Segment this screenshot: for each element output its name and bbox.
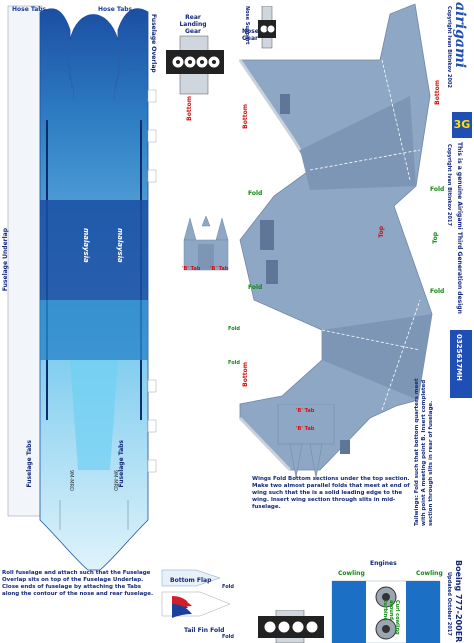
bottom-label-low: Bottom xyxy=(242,362,249,387)
wing-instructions: Wings Fold Bottom sections under the top… xyxy=(252,476,410,510)
flap-marks xyxy=(260,94,350,454)
rear-landing-gear xyxy=(166,35,224,95)
b-tab-label-1: 'B' Tab xyxy=(182,266,201,272)
registration-2: 9M-MRD xyxy=(112,470,118,491)
code-box xyxy=(450,330,472,398)
livery-name-1: malaysia xyxy=(82,228,90,263)
3g-badge: 3G xyxy=(452,112,472,138)
rear-landing-gear-2 xyxy=(258,610,324,643)
fold-label-6: Fold xyxy=(222,634,234,640)
fuselage-tabs-right-label: Fuselage Tabs xyxy=(118,440,125,488)
top-label-left: Top xyxy=(378,226,385,238)
copyright-2017: Copyright Ivan Bitinkov 2017 xyxy=(446,144,452,226)
cowling-left-label: Cowling xyxy=(338,570,365,577)
updated-date: Updated October 2017 xyxy=(446,572,452,636)
nose-support-label: Nose Support xyxy=(244,6,250,45)
cowling-right xyxy=(406,581,440,643)
tab-marks xyxy=(59,500,129,530)
model-name: Boeing 777-200ER xyxy=(454,560,463,643)
nose-gear-label: Nose Gear xyxy=(242,28,259,42)
cowling-right-label: Cowling xyxy=(416,570,443,577)
b-tab-label-3: 'B' Tab xyxy=(296,408,315,414)
wings-template xyxy=(238,3,433,472)
b-tab-label-4: 'B' Tab xyxy=(296,426,315,432)
rear-landing-gear-label: Rear Landing Gear xyxy=(179,14,207,35)
fold-label-8: Fold xyxy=(228,360,240,366)
tail-fin xyxy=(161,566,238,642)
fuselage-underlap-label: Fuselage Underlap xyxy=(2,228,9,292)
model-code: 0325617MH xyxy=(455,334,463,381)
fold-label-2: Fold xyxy=(430,186,445,193)
malaysia-logo-2 xyxy=(172,598,192,618)
tail-wings-upper xyxy=(183,216,229,271)
livery-band xyxy=(40,200,148,300)
engine-cowling xyxy=(331,580,441,643)
wing-bottom-section xyxy=(322,314,432,400)
nose-gear xyxy=(258,6,276,49)
livery-name-2: malaysia xyxy=(116,228,124,263)
bottom-label-right: Bottom xyxy=(434,80,441,105)
wing-top-section xyxy=(300,96,416,190)
tail-cone xyxy=(70,360,118,470)
tail-fin-fold-label: Tail Fin Fold xyxy=(184,627,225,634)
hose-tabs-right-label: Hose Tabs xyxy=(98,6,133,13)
fuselage-instructions: Roll fuselage and attach such that the F… xyxy=(2,570,154,597)
airigami-logo: airigami xyxy=(452,2,468,69)
curl-cowling-label: Curl cowling around turbine xyxy=(382,600,400,635)
top-label-right: Top xyxy=(432,232,439,244)
fold-label-7: Fold xyxy=(228,326,240,332)
copyright-2002: Copyright Ivan Bitinkov 2002 xyxy=(446,6,452,88)
fuselage-tabs-right xyxy=(147,89,157,473)
engines-label: Engines xyxy=(370,560,397,567)
bottom-flap-label: Bottom Flap xyxy=(170,577,212,584)
fuselage-template xyxy=(7,5,157,571)
tail-wings-lower xyxy=(277,404,335,479)
tailwing-instructions: Tailwings: Fold such that bottom quarter… xyxy=(414,378,434,526)
fold-label-3: Fold xyxy=(248,284,263,291)
fuselage-tabs-left-label: Fuselage Tabs xyxy=(26,440,33,488)
fuselage-overlap-label: Fuselage Overlap xyxy=(150,14,157,73)
fold-lines xyxy=(309,59,421,411)
b-tab-label-2: 'B' Tab xyxy=(210,266,229,272)
registration-1: 9M-MRD xyxy=(68,470,74,491)
hose-tabs-left-label: Hose Tabs xyxy=(12,6,47,13)
fold-label-1: Fold xyxy=(248,190,263,197)
genuine-tagline: This is a genuine Airigami Third Generat… xyxy=(456,142,463,314)
fold-label-4: Fold xyxy=(430,288,445,295)
fuselage-underlap-strip xyxy=(7,5,43,517)
nose-ridges xyxy=(43,27,145,101)
fold-label-5: Fold xyxy=(222,584,234,590)
bottom-label-left: Bottom xyxy=(242,104,249,129)
cowling-left xyxy=(332,581,366,643)
